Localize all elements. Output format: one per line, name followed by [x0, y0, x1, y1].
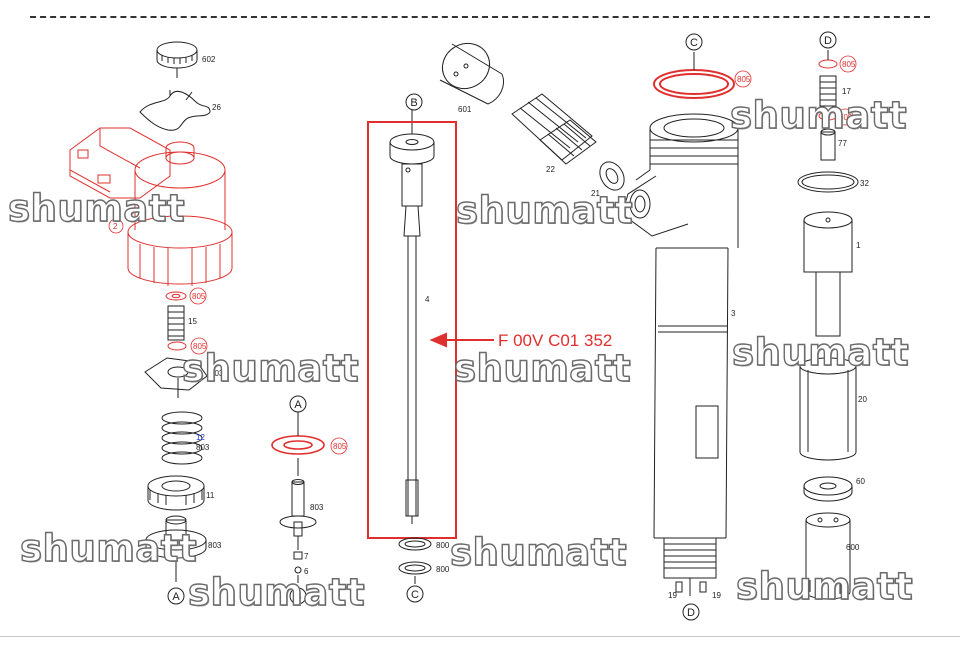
circle-marker-b-top [405, 93, 423, 111]
part-number-803c: 803 [208, 541, 222, 550]
part-number-805a: 805 [192, 292, 206, 301]
armature-803 [144, 357, 208, 398]
watermark: shumatt [181, 347, 360, 390]
circle-label-c-top: C [690, 37, 698, 49]
callout-arrow [429, 332, 494, 348]
circle-marker-d-bottom [682, 603, 700, 621]
seal-32 [797, 171, 859, 193]
callout-part-code: F 00V C01 352 [498, 331, 612, 350]
watermark: shumatt [455, 189, 634, 232]
part-number-602: 602 [202, 55, 216, 64]
cap-601 [439, 42, 504, 105]
part-number-800a: 800 [436, 541, 450, 550]
watermark: shumatt [453, 347, 632, 390]
fitting-22 [511, 93, 597, 165]
circle-marker-c-top [685, 33, 703, 51]
watermark: shumatt [729, 94, 908, 137]
watermark: shumatt [187, 571, 366, 614]
part-number-60: 60 [856, 477, 865, 486]
part-number-26: 26 [212, 103, 221, 112]
circle-label-d-top: D [824, 35, 832, 47]
part-number-805b: 805 [193, 342, 207, 351]
part-number-601: 601 [458, 105, 472, 114]
nozzle-1 [803, 211, 853, 337]
watermark: shumatt [19, 527, 198, 570]
nut-11 [147, 475, 205, 511]
seal-ring-805-left [271, 435, 325, 455]
watermark: shumatt [7, 187, 186, 230]
part-number-22: 22 [546, 165, 555, 174]
circle-label-c-bottom: C [411, 589, 419, 601]
part-number-803a: 803 [210, 369, 224, 378]
part-number-805c: 805 [333, 442, 347, 451]
washer-21 [599, 161, 625, 191]
part-number-7: 7 [304, 552, 309, 561]
part-number-4: 4 [425, 295, 430, 304]
watermark: shumatt [735, 565, 914, 608]
washers-800 [398, 537, 432, 584]
base-803 [145, 515, 207, 582]
washer-805-mid [167, 341, 187, 351]
part-number-11: 11 [206, 491, 215, 500]
washer-805-upper [165, 291, 187, 301]
part-number-15: 15 [188, 317, 197, 326]
part-number-805f: 805 [839, 113, 853, 122]
circle-marker-b-bottom [289, 587, 307, 605]
part-number-2: 2 [113, 222, 118, 231]
circle-marker-c-bottom [406, 585, 424, 603]
bottom-divider [0, 636, 960, 637]
part-number-77: 77 [838, 139, 847, 148]
red-part-number-rings [108, 55, 857, 455]
clip-26 [139, 90, 211, 131]
part-number-17: 17 [842, 87, 851, 96]
nozzle-nut-20 [799, 357, 857, 461]
part-number-600: 600 [846, 543, 860, 552]
watermark: shumatt [731, 331, 910, 374]
spring-17 [819, 50, 837, 107]
circle-label-b-top: B [410, 97, 417, 109]
part-number-32: 32 [860, 179, 869, 188]
part-number-805d: 805 [737, 75, 751, 84]
part-number-19b: 19 [712, 591, 721, 600]
valve-highlight-box [367, 121, 457, 539]
seal-ring-805-top [653, 69, 735, 99]
cap-602 [156, 41, 198, 78]
circle-marker-d-top [819, 31, 837, 49]
valve-stem-4 [389, 110, 435, 524]
part-number-12: 12 [196, 433, 205, 442]
pin-803-assembly [279, 412, 317, 583]
circle-label-a-bottom: A [172, 591, 180, 603]
part-number-805e: 805 [842, 60, 856, 69]
part-number-803d: 803 [310, 503, 324, 512]
part-number-20: 20 [858, 395, 867, 404]
watermark: shumatt [449, 531, 628, 574]
spring-15 [167, 305, 185, 341]
part-number-21: 21 [591, 189, 600, 198]
top-dashed-divider [30, 16, 930, 18]
part-number-19a: 19 [668, 591, 677, 600]
pin-77 [820, 128, 836, 161]
injector-body-3 [621, 52, 739, 596]
spring-12 [161, 411, 203, 465]
washer-60 [803, 476, 853, 502]
circle-label-d-bottom: D [687, 607, 695, 619]
part-number-1: 1 [856, 241, 861, 250]
solenoid-connector-2 [69, 127, 233, 286]
part-number-6: 6 [304, 567, 309, 576]
part-number-3: 3 [731, 309, 736, 318]
washer-805-right-top [818, 59, 838, 69]
sleeve-600 [805, 512, 851, 600]
circle-label-b-bottom: B [294, 591, 301, 603]
circle-marker-a-bottom [167, 587, 185, 605]
part-number-800b: 800 [436, 565, 450, 574]
circle-marker-a-mid [289, 395, 307, 413]
circle-label-a-mid: A [294, 399, 302, 411]
part-number-803b: 803 [196, 443, 210, 452]
